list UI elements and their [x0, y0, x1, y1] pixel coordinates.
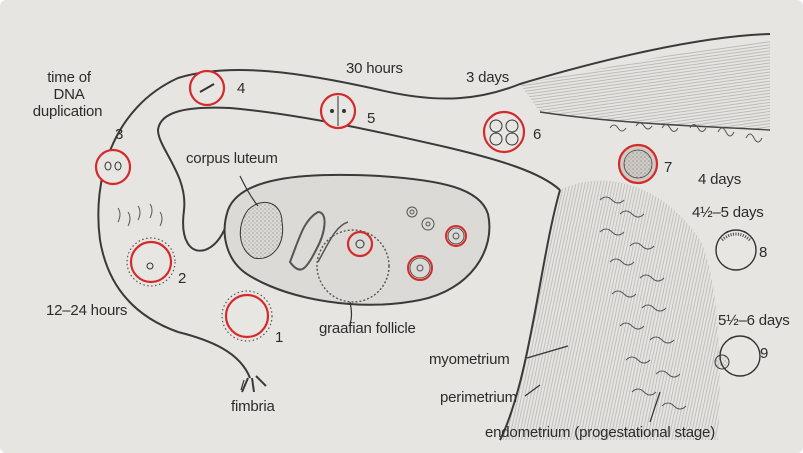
leader-lines	[239, 175, 661, 423]
label-4-days: 4 days	[698, 171, 741, 188]
small-follicles	[406, 206, 465, 279]
stage-number-7: 7	[664, 159, 673, 176]
stage-8-blastocyst	[715, 229, 757, 271]
stage-number-5: 5	[367, 110, 376, 127]
label-graafian-follicle: graafian follicle	[319, 320, 416, 337]
stage-number-9: 9	[760, 345, 769, 362]
stage-number-3: 3	[115, 126, 124, 143]
label-4-5-days: 4½–5 days	[692, 204, 764, 221]
graafian-follicle-shape	[316, 229, 390, 303]
label-time-of: time of	[47, 69, 91, 86]
label-myometrium: myometrium	[429, 351, 510, 368]
stage-7-morula	[617, 143, 659, 185]
stage-9-implanting	[714, 335, 761, 377]
label-corpus-luteum: corpus luteum	[186, 150, 278, 167]
label-endometrium: endometrium (progestational stage)	[485, 424, 715, 441]
label-dna: DNA	[53, 86, 85, 103]
label-12-24-hours: 12–24 hours	[46, 302, 128, 319]
label-fimbria: fimbria	[231, 398, 275, 415]
corpus-luteum-shape	[239, 201, 284, 260]
stage-5-two-cell	[319, 92, 357, 130]
label-30-hours: 30 hours	[346, 60, 403, 77]
uterine-tube-outer-wall	[97, 33, 771, 333]
label-perimetrium: perimetrium	[440, 389, 517, 406]
tube-mucosa-folds	[609, 122, 763, 143]
stage-number-1: 1	[275, 329, 284, 346]
stage-number-8: 8	[759, 244, 768, 261]
stage-number-6: 6	[533, 126, 542, 143]
stage-2-zygote	[126, 237, 176, 287]
stage-3-pronuclei	[94, 148, 132, 186]
label-3-days: 3 days	[466, 69, 509, 86]
stage-6-four-cell	[482, 110, 526, 154]
stage-4-spindle	[188, 69, 226, 107]
label-5-6-days: 5½–6 days	[718, 312, 790, 329]
uterine-tube-inner-wall	[156, 106, 561, 252]
endometrium-glands	[599, 196, 687, 410]
stage-number-4: 4	[237, 80, 246, 97]
label-duplication: duplication	[32, 103, 103, 120]
tube-lumen-fibers	[520, 40, 770, 130]
stage-1-oocyte	[221, 290, 273, 342]
uterus-myometrium	[500, 180, 720, 440]
stage-number-2: 2	[178, 270, 187, 287]
ovary	[223, 173, 491, 306]
spermatozoa	[117, 203, 163, 227]
fimbria-shape	[177, 331, 267, 393]
